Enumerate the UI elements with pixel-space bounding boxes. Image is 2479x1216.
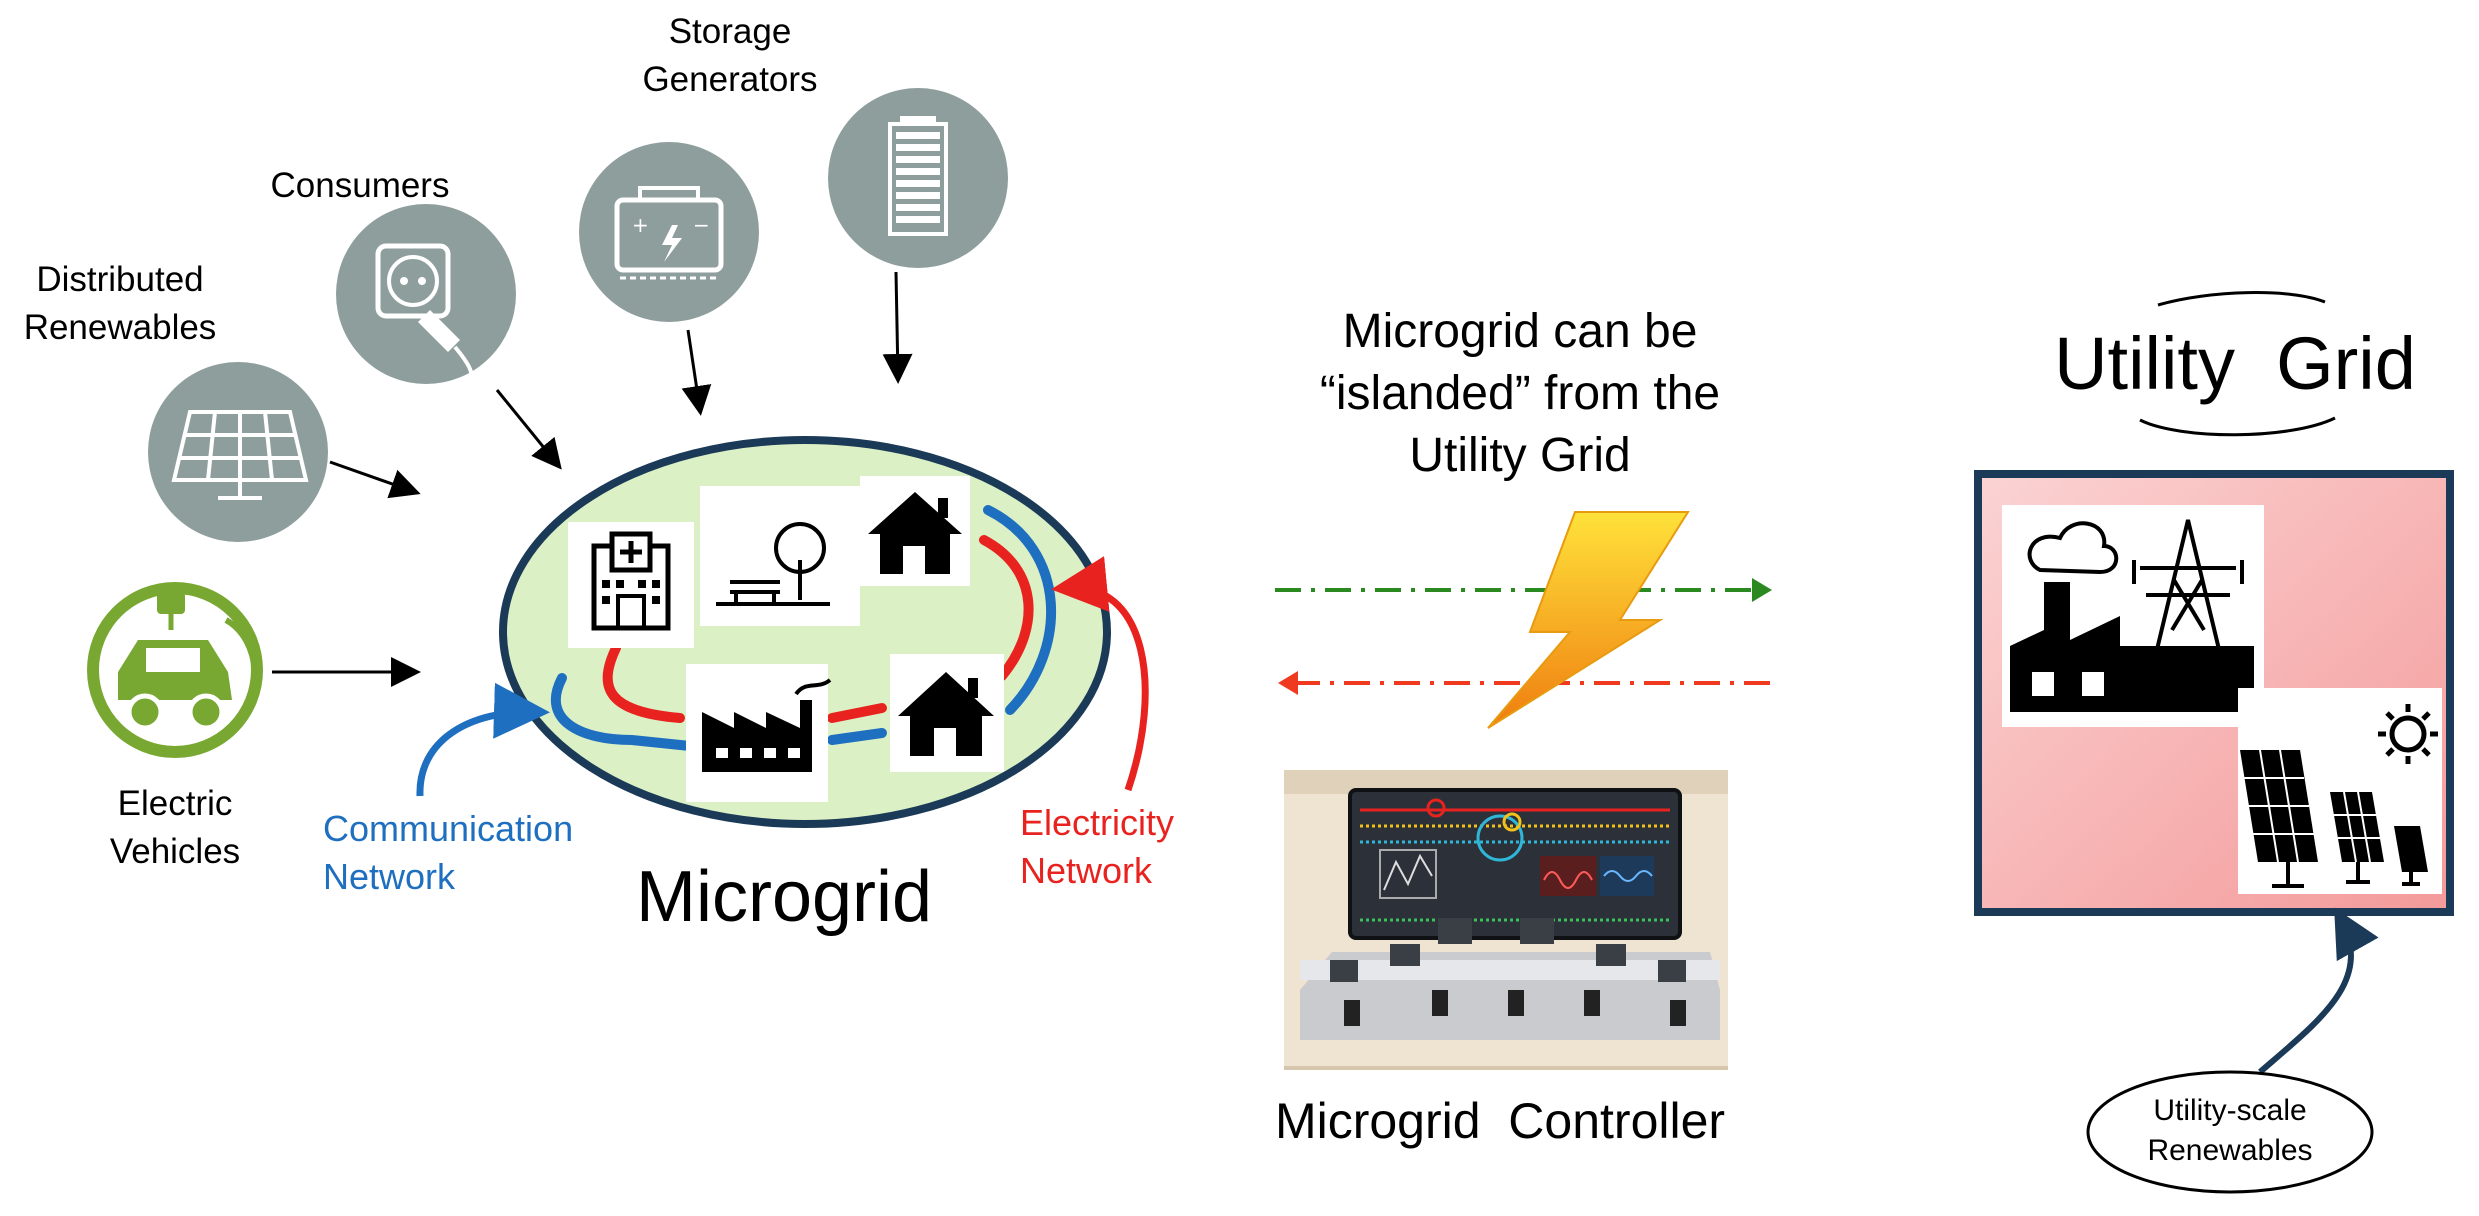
solar-panel-icon xyxy=(148,362,328,542)
label-utility-scale: Utility-scale xyxy=(2153,1094,2307,1127)
label-islanded-line1: Microgrid can be xyxy=(1342,305,1698,358)
label-vehicles: Vehicles xyxy=(109,832,241,871)
utility-grid-arc-top xyxy=(2157,291,2326,307)
utility-scale-pointer xyxy=(2258,907,2379,1075)
label-storage: Storage xyxy=(668,12,792,51)
label-consumers: Consumers xyxy=(270,166,450,205)
label-communication: Communication xyxy=(323,808,574,849)
label-electricity-network: Network xyxy=(1020,850,1153,891)
label-islanded-line2: “islanded” from the xyxy=(1319,367,1721,420)
communication-network-lines xyxy=(551,505,1057,751)
power-plant-tower-icon xyxy=(2002,505,2264,727)
label-utility-grid: Utility Grid xyxy=(2054,322,2416,405)
arrowhead-green xyxy=(1752,578,1772,602)
factory-icon xyxy=(686,664,832,802)
utility-grid-arc-bottom xyxy=(2139,416,2336,437)
generator-battery-icon xyxy=(828,88,1008,268)
arrow-storage xyxy=(681,329,712,416)
car-battery-icon: + − xyxy=(579,142,759,322)
label-electricity: Electricity xyxy=(1020,802,1175,843)
label-renewables: Renewables xyxy=(23,308,217,347)
arrowhead-red xyxy=(1278,671,1298,695)
microgrid-controller-illustration xyxy=(1284,770,1728,1070)
hospital-icon xyxy=(568,522,694,648)
house-icon-bottom xyxy=(890,654,1004,772)
arrow-consumers xyxy=(495,389,562,470)
utility-scale-ellipse xyxy=(2086,1070,2374,1194)
label-electric: Electric xyxy=(117,784,233,823)
label-microgrid-title: Microgrid xyxy=(636,857,933,937)
lightning-bolt-icon xyxy=(1487,511,1690,729)
park-bench-tree-icon xyxy=(700,486,860,626)
label-islanded-line3: Utility Grid xyxy=(1409,429,1631,482)
svg-text:−: − xyxy=(693,213,710,237)
label-microgrid-controller: Microgrid Controller xyxy=(1274,1093,1726,1149)
electric-vehicle-icon xyxy=(87,582,263,758)
electricity-network-lines xyxy=(602,535,1034,723)
label-generators: Generators xyxy=(642,60,818,99)
utility-solar-farm-icon xyxy=(2238,688,2442,894)
label-communication-network: Network xyxy=(323,856,456,897)
power-socket-icon xyxy=(336,204,516,386)
label-distributed: Distributed xyxy=(36,260,204,299)
electricity-network-pointer xyxy=(1051,556,1149,792)
arrow-generators xyxy=(882,271,913,384)
arrow-renewables xyxy=(329,460,421,499)
communication-network-pointer xyxy=(416,682,550,797)
label-utility-renewables: Renewables xyxy=(2147,1134,2313,1167)
house-icon-top xyxy=(860,476,970,586)
svg-text:+: + xyxy=(632,213,649,237)
